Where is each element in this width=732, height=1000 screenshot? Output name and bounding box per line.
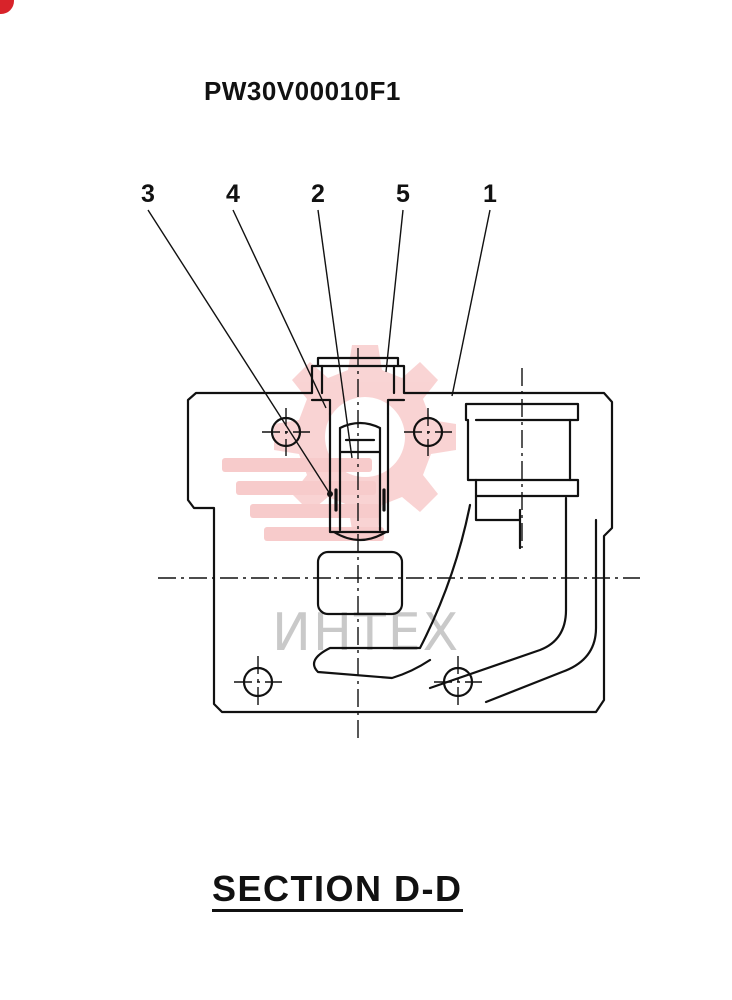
leader-1 <box>451 209 491 397</box>
leader-4 <box>232 209 327 409</box>
body-outline <box>186 364 614 714</box>
leader-5 <box>385 209 404 373</box>
callout-4: 4 <box>226 180 240 208</box>
leader-2 <box>317 209 353 459</box>
bore <box>328 412 390 534</box>
drawing-number: PW30V00010F1 <box>204 76 401 106</box>
callout-3: 3 <box>141 180 155 208</box>
section-title: SECTION D-D <box>212 870 463 912</box>
port-fitting <box>464 402 580 498</box>
chamber <box>316 550 404 616</box>
piston-part <box>338 421 382 532</box>
callout-1: 1 <box>483 180 497 208</box>
callout-2: 2 <box>311 180 325 208</box>
callout-5: 5 <box>396 180 410 208</box>
leader-3 <box>147 209 331 495</box>
channel <box>428 496 598 704</box>
